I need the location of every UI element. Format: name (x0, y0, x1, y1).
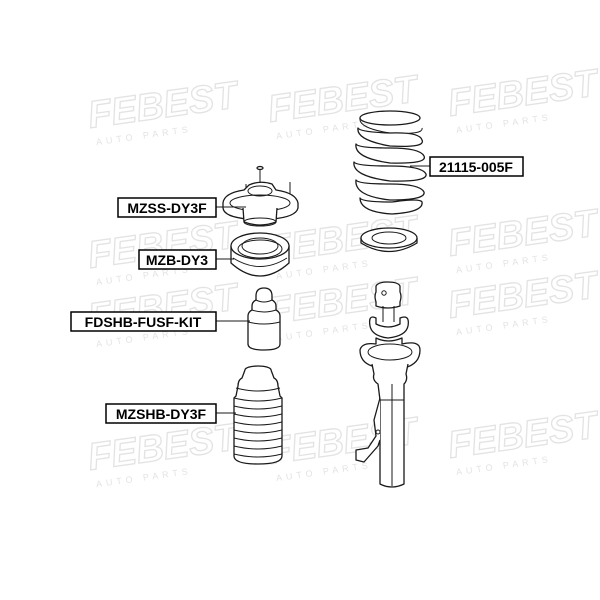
part-number-text: FDSHB-FUSF-KIT (85, 314, 202, 330)
strut-assembly-drawing (355, 281, 421, 488)
protective-boot-drawing (233, 365, 283, 465)
watermark: FEBEST AUTO PARTS (445, 263, 600, 337)
watermark: FEBEST AUTO PARTS (265, 67, 423, 141)
strut-top-mount-drawing (222, 165, 299, 227)
watermark: FEBEST AUTO PARTS (445, 403, 600, 477)
watermark: FEBEST AUTO PARTS (85, 73, 243, 147)
coil-spring-drawing (353, 110, 427, 215)
bump-stop-drawing (247, 287, 281, 351)
part-label-top-mount[interactable]: MZSS-DY3F (117, 197, 217, 218)
part-label-bearing[interactable]: MZB-DY3 (138, 249, 217, 270)
part-number-text: MZSS-DY3F (127, 200, 207, 216)
watermark-layer: FEBEST AUTO PARTS FEBEST AUTO PARTS FEBE… (85, 61, 600, 489)
watermark: FEBEST AUTO PARTS (85, 415, 243, 489)
leader-lines (216, 165, 430, 414)
strut-bearing-drawing (230, 232, 290, 277)
watermark: FEBEST AUTO PARTS (445, 201, 600, 275)
spring-seat-drawing (360, 227, 418, 253)
watermark: FEBEST AUTO PARTS (445, 61, 600, 135)
part-number-text: MZSHB-DY3F (116, 406, 207, 422)
part-label-spring[interactable]: 21115-005F (429, 156, 524, 177)
part-number-text: 21115-005F (439, 159, 513, 175)
part-number-text: MZB-DY3 (146, 252, 208, 268)
part-label-bump-stop[interactable]: FDSHB-FUSF-KIT (70, 311, 217, 332)
part-label-boot[interactable]: MZSHB-DY3F (105, 403, 217, 424)
